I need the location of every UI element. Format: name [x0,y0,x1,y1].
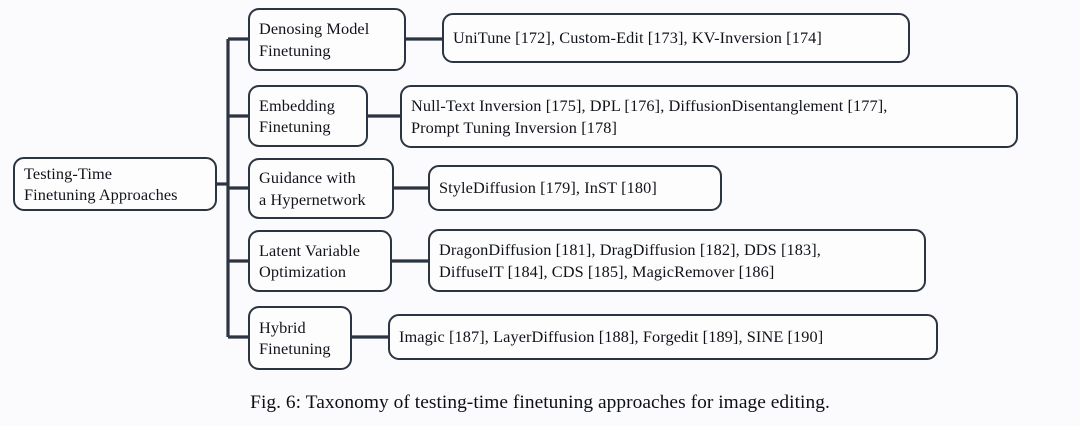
node-methods-latent-variable-optimization[interactable]: DragonDiffusion [181], DragDiffusion [18… [428,229,926,292]
node-category-label: Guidance with a Hypernetwork [259,168,366,209]
node-category-label: Denosing Model Finetuning [259,19,370,60]
node-category-label: Embedding Finetuning [259,95,335,136]
node-methods-label: DragonDiffusion [181], DragDiffusion [18… [439,240,821,281]
node-category-latent-variable-optimization[interactable]: Latent Variable Optimization [248,230,392,292]
node-methods-label: UniTune [172], Custom-Edit [173], KV-Inv… [453,28,822,48]
node-category-denosing-model-finetuning[interactable]: Denosing Model Finetuning [248,8,406,71]
node-root[interactable]: Testing-Time Finetuning Approaches [13,157,217,211]
node-methods-label: StyleDiffusion [179], InST [180] [439,178,657,198]
node-category-label: Latent Variable Optimization [259,240,361,281]
node-methods-guidance-with-a-hypernetwork[interactable]: StyleDiffusion [179], InST [180] [428,165,722,211]
node-category-hybrid-finetuning[interactable]: Hybrid Finetuning [248,306,352,370]
node-category-guidance-with-a-hypernetwork[interactable]: Guidance with a Hypernetwork [248,158,394,219]
node-methods-embedding-finetuning[interactable]: Null-Text Inversion [175], DPL [176], Di… [400,85,1018,148]
node-category-embedding-finetuning[interactable]: Embedding Finetuning [248,85,368,147]
node-methods-label: Imagic [187], LayerDiffusion [188], Forg… [399,327,824,347]
node-methods-label: Null-Text Inversion [175], DPL [176], Di… [411,96,888,137]
node-category-label: Hybrid Finetuning [259,317,331,358]
node-root-label: Testing-Time Finetuning Approaches [24,163,178,204]
figure-caption: Fig. 6: Taxonomy of testing-time finetun… [250,392,830,413]
node-methods-denosing-model-finetuning[interactable]: UniTune [172], Custom-Edit [173], KV-Inv… [442,13,910,63]
node-methods-hybrid-finetuning[interactable]: Imagic [187], LayerDiffusion [188], Forg… [388,314,938,360]
